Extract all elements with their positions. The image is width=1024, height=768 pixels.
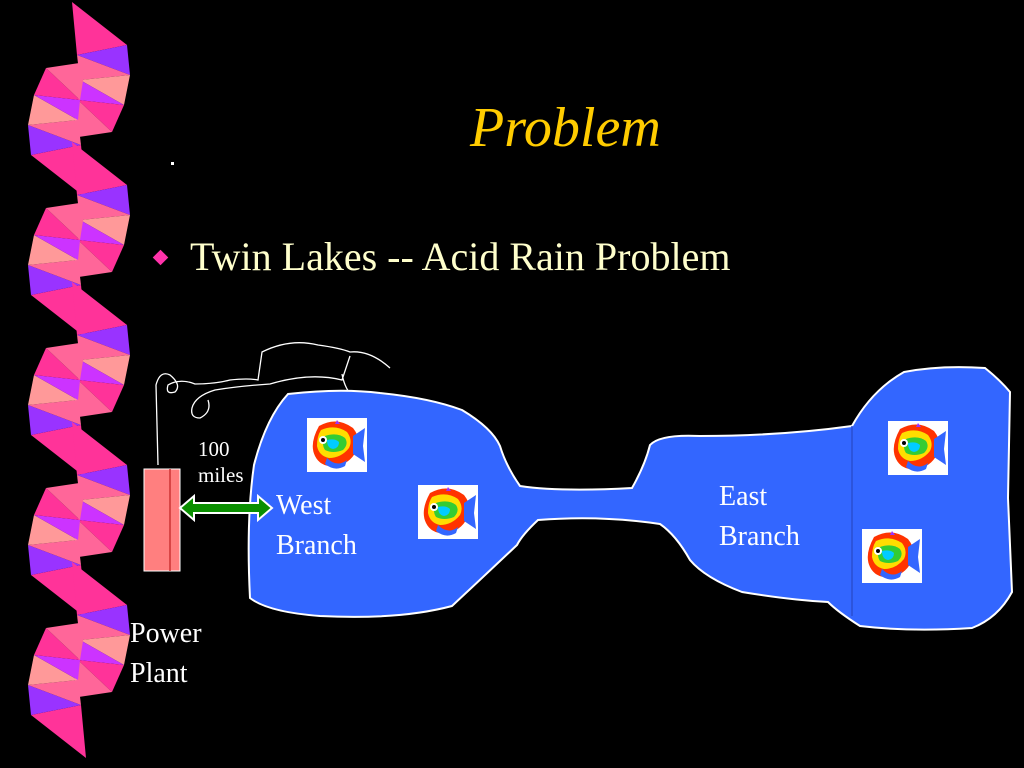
plant-label-line-2: Plant bbox=[130, 658, 188, 689]
power-plant bbox=[143, 468, 181, 572]
west-branch-label: West Branch bbox=[276, 486, 357, 566]
distance-label: 100 miles bbox=[198, 436, 244, 488]
fish-icon bbox=[307, 418, 367, 472]
fish-icon bbox=[888, 421, 948, 475]
east-branch-label: East Branch bbox=[719, 477, 800, 557]
east-label-line-2: Branch bbox=[719, 521, 800, 552]
distance-arrow bbox=[178, 493, 274, 523]
west-label-line-1: West bbox=[276, 490, 332, 521]
fish-icon bbox=[418, 485, 478, 539]
bullet-text: Twin Lakes -- Acid Rain Problem bbox=[190, 234, 731, 279]
west-label-line-2: Branch bbox=[276, 530, 357, 561]
decorative-dot bbox=[171, 162, 174, 165]
decorative-fan-border bbox=[28, 2, 130, 758]
plant-label-line-1: Power bbox=[130, 618, 202, 649]
distance-value: 100 bbox=[198, 437, 230, 461]
fish-icon bbox=[862, 529, 922, 583]
slide-title: Problem bbox=[470, 97, 661, 159]
distance-unit: miles bbox=[198, 463, 244, 487]
power-plant-label: Power Plant bbox=[130, 614, 202, 694]
east-label-line-1: East bbox=[719, 481, 768, 512]
twin-lakes bbox=[247, 366, 1014, 631]
